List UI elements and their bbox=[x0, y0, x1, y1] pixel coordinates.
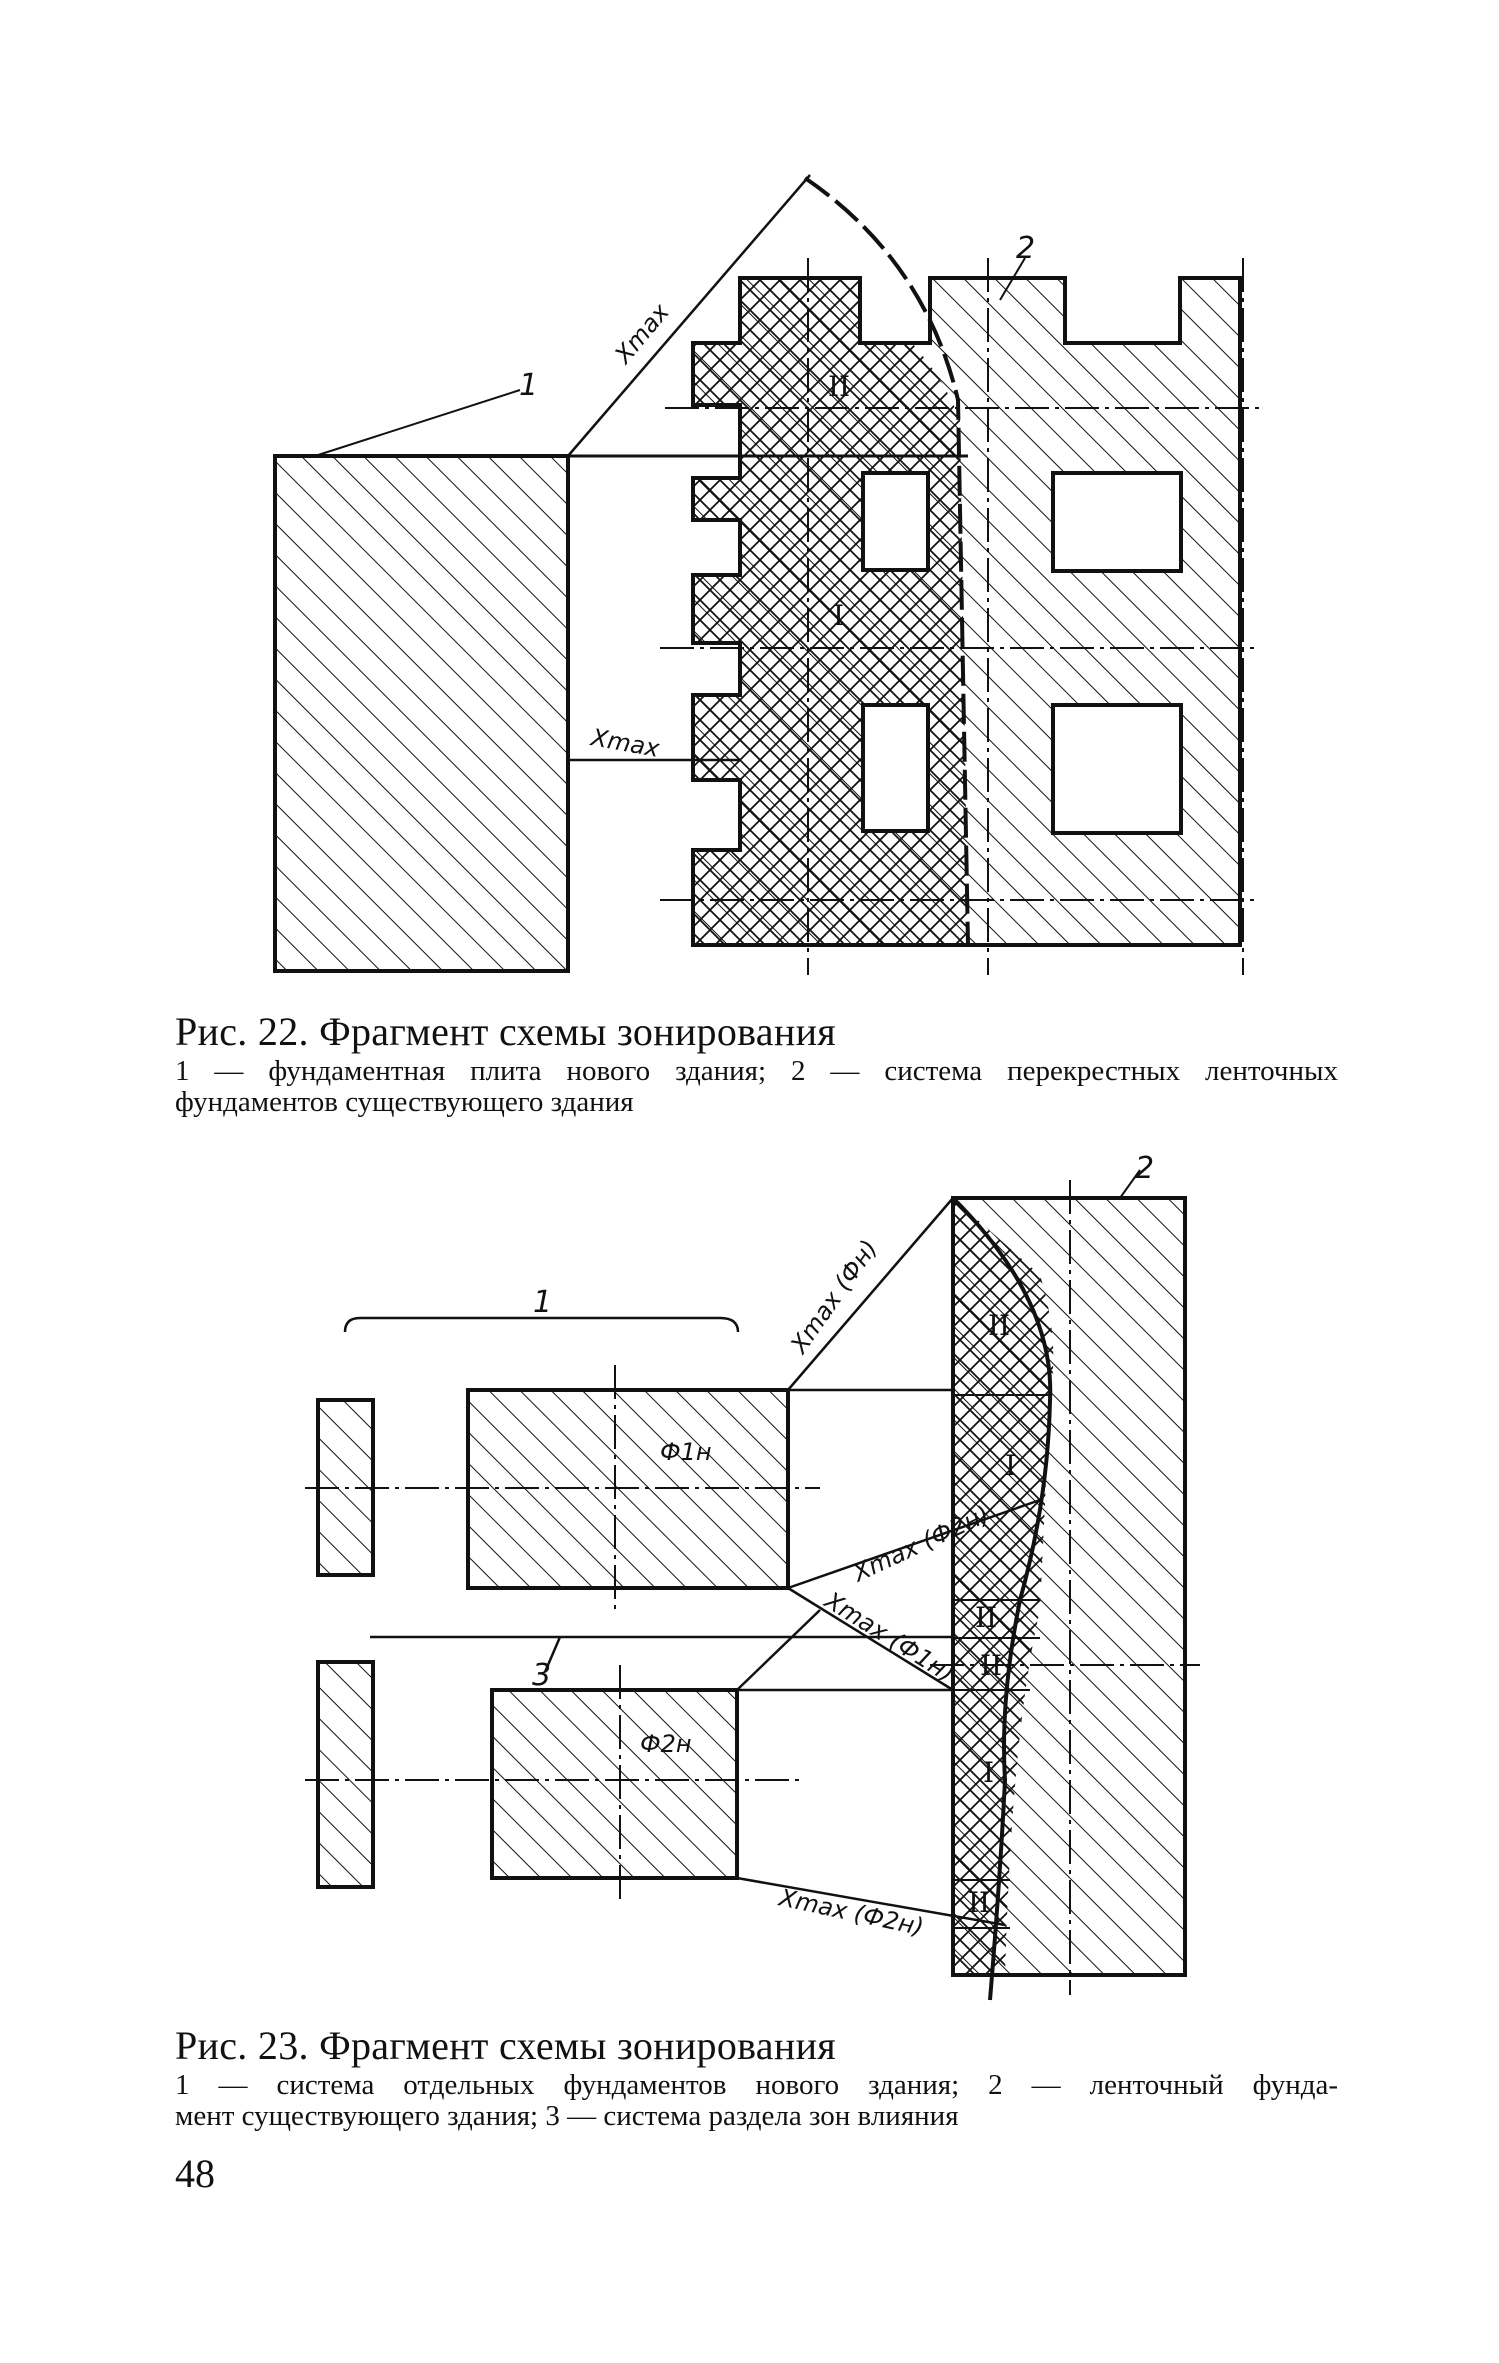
label-strip-foundation: 2 bbox=[1135, 1151, 1154, 1186]
opening bbox=[1051, 471, 1183, 573]
figure-23-caption-text: 1 — система отдельных фундаментов нового… bbox=[175, 2070, 1338, 2132]
zone-two-label: II bbox=[980, 1649, 1002, 1682]
brace-new-foundations bbox=[343, 1316, 740, 1333]
zone-two-label: II bbox=[968, 1886, 990, 1919]
caption-line: фундаментов существующего здания bbox=[175, 1086, 634, 1118]
figure-22-drawing: 1 2 Xmax Xmax II I bbox=[273, 174, 1260, 975]
zone-one-label: I bbox=[1005, 1449, 1016, 1482]
caption-line: 1 — система отдельных фундаментов нового… bbox=[175, 2069, 1338, 2101]
caption-line: 1 — фундаментная плита нового здания; 2 … bbox=[175, 1055, 1338, 1087]
figure-22-caption-title: Рис. 22. Фрагмент схемы зонирования bbox=[175, 1009, 836, 1054]
label-phi1: Ф1н bbox=[660, 1438, 712, 1466]
new-foundation-plate bbox=[273, 454, 570, 973]
influence-zone bbox=[953, 1198, 1054, 1975]
figure-23-caption-title: Рис. 23. Фрагмент схемы зонирования bbox=[175, 2023, 836, 2068]
label-plate: 1 bbox=[519, 368, 538, 403]
label-separation-system: 3 bbox=[532, 1658, 551, 1693]
foundation-phi2 bbox=[490, 1688, 739, 1880]
figure-22-caption-text: 1 — фундаментная плита нового здания; 2 … bbox=[175, 1056, 1338, 1118]
caption-line: мент существующего здания; 3 — система р… bbox=[175, 2100, 959, 2132]
zone-one-label: I bbox=[983, 1756, 994, 1789]
label-xmax-horizontal: Xmax bbox=[587, 723, 662, 763]
opening bbox=[1051, 703, 1183, 835]
figure-23-drawing: 1 2 3 Ф1н Ф2н Xmax (Фн) Xmax (Ф2н) Xmax … bbox=[305, 1151, 1200, 2001]
label-new-foundations: 1 bbox=[533, 1285, 552, 1320]
xmax-diagonal-line bbox=[567, 174, 811, 457]
label-xmax-diagonal: Xmax bbox=[608, 298, 675, 371]
label-strip-system: 2 bbox=[1016, 231, 1035, 266]
zone-two-label: II bbox=[975, 1601, 997, 1634]
zone-one-label: I bbox=[833, 599, 844, 632]
page-number: 48 bbox=[175, 2151, 215, 2196]
label-phi2: Ф2н bbox=[640, 1730, 692, 1758]
label-xmax-phi2n-lower: Xmax (Ф2н) bbox=[775, 1883, 926, 1941]
influence-boundary-arc bbox=[803, 176, 970, 946]
zone-two-label: II bbox=[988, 1309, 1010, 1342]
zone-two-label: II bbox=[828, 370, 850, 403]
